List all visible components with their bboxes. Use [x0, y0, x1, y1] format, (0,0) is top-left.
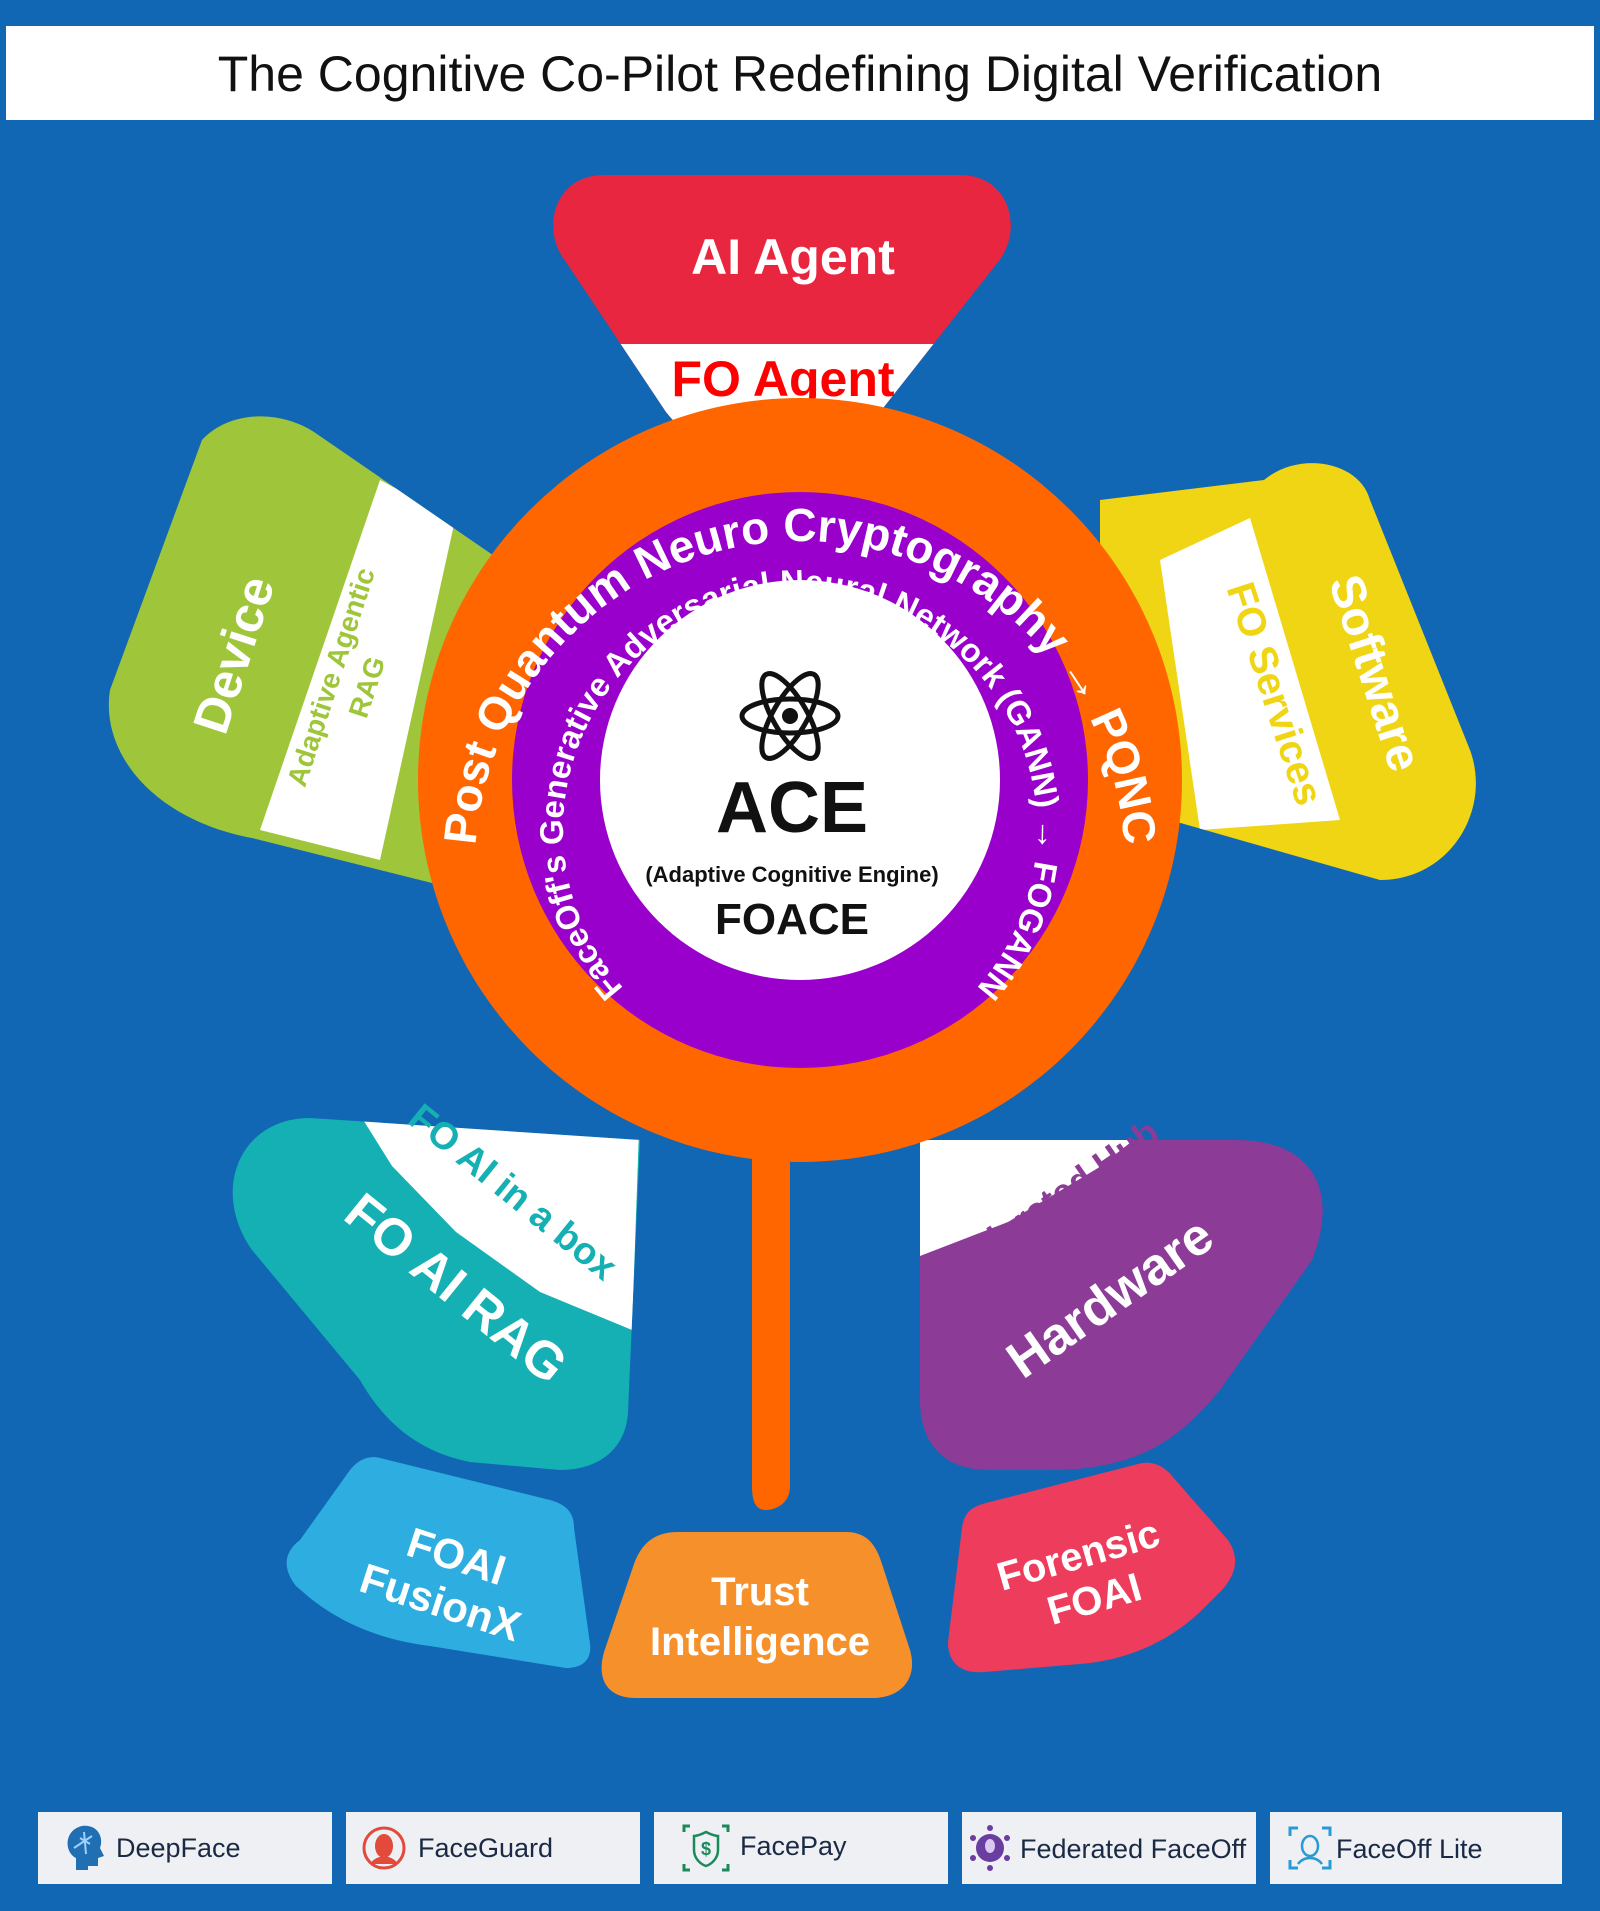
trust-intelligence-card: Trust Intelligence: [601, 1532, 913, 1698]
ai-agent-label: AI Agent: [691, 229, 895, 285]
legend-item-facepay: $ FacePay: [654, 1812, 948, 1884]
intelligence-label: Intelligence: [650, 1620, 870, 1664]
trust-label: Trust: [711, 1570, 809, 1614]
dollar-shield-icon: $: [682, 1824, 730, 1872]
face-shield-icon: [362, 1826, 406, 1870]
petal-hardware: Federated Hub Hardware: [920, 1111, 1323, 1470]
legend-label-deepface: DeepFace: [116, 1833, 241, 1863]
legend-item-federated-faceoff: Federated FaceOff: [962, 1812, 1256, 1884]
forensic-foai-card: Forensic FOAI: [948, 1462, 1236, 1673]
product-legend: DeepFace FaceGuard $ FacePay: [38, 1812, 1562, 1884]
legend-item-faceoff-lite: FaceOff Lite: [1270, 1812, 1562, 1884]
network-face-icon: [970, 1825, 1010, 1871]
ace-title: ACE: [716, 768, 868, 848]
legend-item-faceguard: FaceGuard: [346, 1812, 640, 1884]
legend-label-federated-faceoff: Federated FaceOff: [1020, 1834, 1247, 1864]
page-title: The Cognitive Co-Pilot Redefining Digita…: [218, 46, 1382, 102]
face-scan-icon: [1288, 1826, 1332, 1870]
head-profile-icon: [67, 1825, 104, 1870]
title-bar: [6, 26, 1594, 120]
stem-connector: [752, 1120, 790, 1510]
legend-item-deepface: DeepFace: [38, 1812, 332, 1884]
svg-text:$: $: [701, 1839, 711, 1859]
ace-subtitle: (Adaptive Cognitive Engine): [645, 862, 938, 887]
atom-icon: [739, 671, 841, 761]
legend-label-faceoff-lite: FaceOff Lite: [1336, 1834, 1483, 1864]
center-disc: [600, 580, 1000, 980]
foace-label: FOACE: [715, 895, 869, 944]
fo-agent-label: FO Agent: [671, 351, 894, 407]
core-rings: Post Quantum Neuro Cryptography → PQNC F…: [418, 398, 1182, 1162]
fusionx-card: FOAI FusionX: [286, 1457, 591, 1668]
legend-label-facepay: FacePay: [740, 1831, 847, 1861]
legend-label-faceguard: FaceGuard: [418, 1833, 553, 1863]
